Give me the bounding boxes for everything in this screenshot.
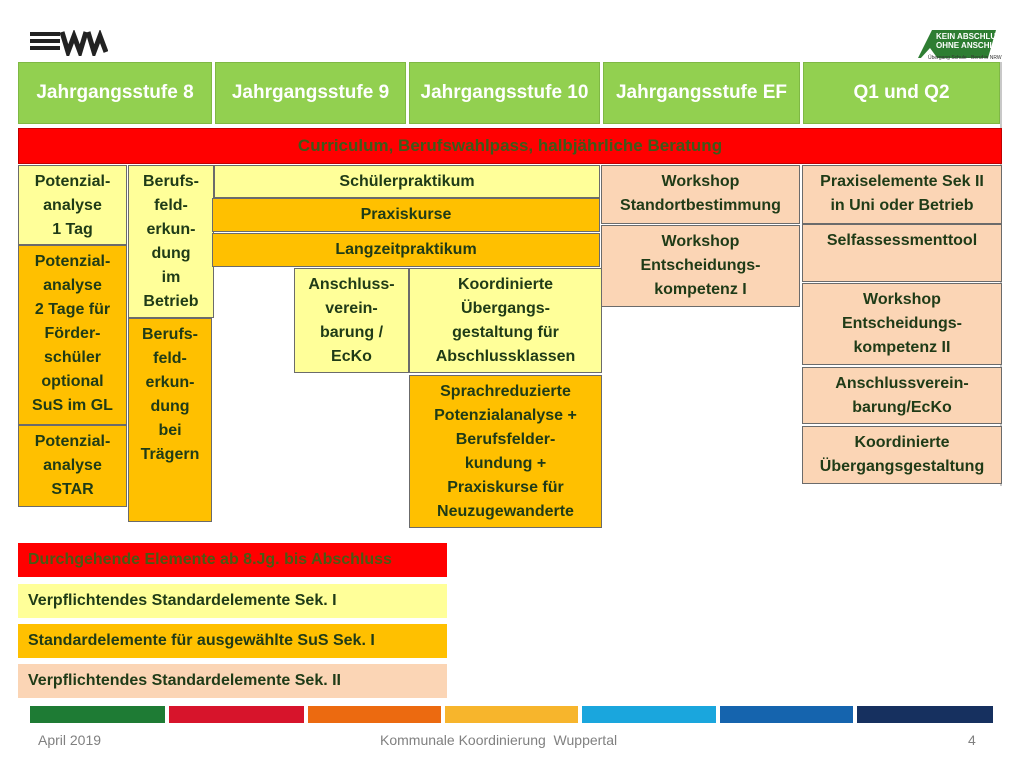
- logo-line-1: KEIN ABSCHLUSS: [936, 32, 1007, 41]
- workshop-entscheidungskompetenz-2: Workshop Entscheidungs- kompetenz II: [802, 283, 1002, 365]
- footer-stripe-2: [169, 706, 304, 723]
- page-number: 4: [968, 732, 976, 748]
- praxiselemente-sek-2: Praxiselemente Sek II in Uni oder Betrie…: [802, 165, 1002, 224]
- sprachreduzierte-potenzialanalyse: Sprachreduzierte Potenzialanalyse + Beru…: [409, 375, 602, 528]
- legend-pflicht-sek-1: Verpflichtendes Standardelemente Sek. I: [18, 584, 447, 618]
- logo-swoosh-icon: [918, 30, 996, 59]
- workshop-entscheidungskompetenz-1: Workshop Entscheidungs- kompetenz I: [601, 225, 800, 307]
- footer-stripe-7: [857, 706, 993, 723]
- potenzialanalyse-star: Potenzial- analyse STAR: [18, 425, 127, 507]
- legend-durchgehende-elemente: Durchgehende Elemente ab 8.Jg. bis Absch…: [18, 543, 447, 577]
- kein-abschluss-logo: KEIN ABSCHLUSS OHNE ANSCHLUSS Übergang S…: [918, 28, 1011, 62]
- koordinierte-uebergangsgestaltung-abschlussklassen: Koordinierte Übergangs- gestaltung für A…: [409, 268, 602, 373]
- logo-line-2: OHNE ANSCHLUSS: [936, 41, 1011, 50]
- anschlussvereinbarung-ecko: Anschluss- verein- barung / EcKo: [294, 268, 409, 373]
- footer-center-text: Kommunale Koordinierung Wuppertal: [380, 732, 618, 748]
- curriculum-banner: Curriculum, Berufswahlpass, halbjährlich…: [18, 128, 1002, 164]
- legend-ausgewaehlte-sus-sek-1: Standardelemente für ausgewählte SuS Sek…: [18, 624, 447, 658]
- workshop-standortbestimmung: Workshop Standortbestimmung: [601, 165, 800, 224]
- anschlussvereinbarung-ecko-sek-2: Anschlussverein- barung/EcKo: [802, 367, 1002, 424]
- langzeitpraktikum-bar: Langzeitpraktikum: [212, 233, 600, 267]
- footer-date: April 2019: [38, 732, 102, 748]
- footer-stripe-1: [30, 706, 165, 723]
- header-jgst-10: Jahrgangsstufe 10: [409, 62, 600, 124]
- footer-stripe-4: [445, 706, 578, 723]
- wuppertal-logo-icon: [30, 30, 108, 56]
- selfassessmenttool: Selfassessmenttool: [802, 224, 1002, 282]
- potenzialanalyse-foerderschueler: Potenzial- analyse 2 Tage für Förder- sc…: [18, 245, 127, 425]
- berufsfelderkundung-betrieb: Berufs- feld- erkun- dung im Betrieb: [128, 165, 214, 318]
- header-jgst-8: Jahrgangsstufe 8: [18, 62, 212, 124]
- footer-stripe-5: [582, 706, 716, 723]
- legend-pflicht-sek-2: Verpflichtendes Standardelemente Sek. II: [18, 664, 447, 698]
- logo-line-3: Übergang Schule - Beruf in NRW: [928, 55, 1002, 61]
- potenzialanalyse-1-tag: Potenzial- analyse 1 Tag: [18, 165, 127, 245]
- praxiskurse-bar: Praxiskurse: [212, 198, 600, 232]
- footer-stripe-6: [720, 706, 853, 723]
- schuelerpraktikum-bar: Schülerpraktikum: [214, 165, 600, 198]
- header-jgst-ef: Jahrgangsstufe EF: [603, 62, 800, 124]
- header-q1-q2: Q1 und Q2: [803, 62, 1000, 124]
- koordinierte-uebergangsgestaltung: Koordinierte Übergangsgestaltung: [802, 426, 1002, 484]
- berufsfelderkundung-traeger: Berufs- feld- erkun- dung bei Trägern: [128, 318, 212, 522]
- footer-stripe-3: [308, 706, 441, 723]
- header-jgst-9: Jahrgangsstufe 9: [215, 62, 406, 124]
